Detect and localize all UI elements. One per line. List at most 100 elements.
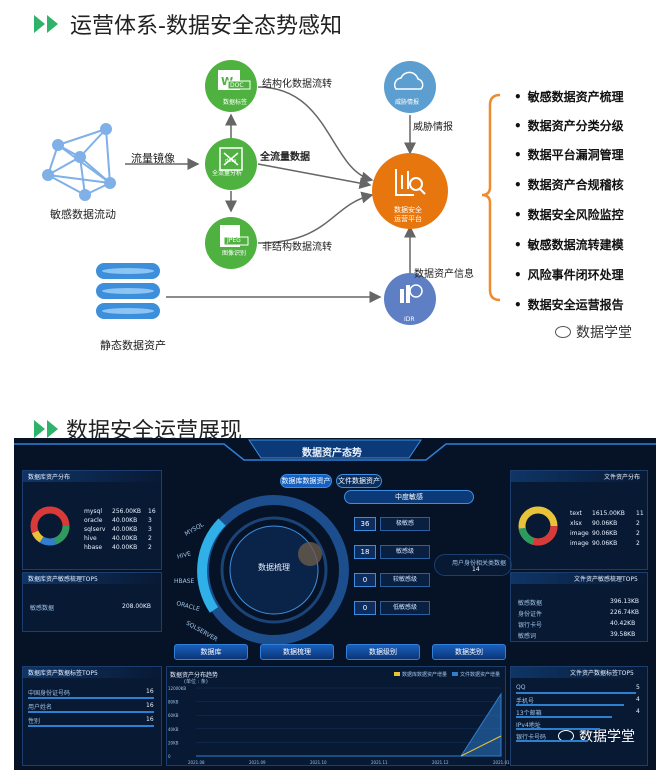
level-label: 极敏感: [380, 517, 430, 531]
db-button[interactable]: 数据库: [174, 644, 248, 660]
full-traffic-node: [205, 138, 257, 190]
file-tag-bar: [516, 692, 636, 694]
file-top-title: 文件资产敏感梳理TOP5: [574, 576, 638, 583]
db-type: sqlserv: [84, 526, 106, 533]
db-tag-value: 16: [146, 702, 154, 709]
bullet-item: 数据安全运营报告: [514, 296, 624, 313]
db-top-title: 数据库资产敏感梳理TOP5: [28, 576, 98, 583]
db-tag-value: 16: [146, 688, 154, 695]
file-count: 11: [636, 510, 644, 517]
chevron-icon: [47, 420, 58, 438]
x-tick-label: 2021.09: [249, 760, 266, 765]
y-tick-label: 12000KB: [168, 686, 186, 691]
db-tag-bar: [28, 697, 154, 699]
mirror-label: 流量镜像: [131, 152, 175, 165]
file-tag-bar: [516, 716, 612, 718]
doc-badge: DOC: [230, 82, 244, 89]
chevron-icon: [47, 15, 58, 33]
bullet-item: 数据安全风险监控: [514, 206, 624, 223]
db-type: oracle: [84, 517, 103, 524]
trend-title: 数据资产分布趋势: [170, 672, 219, 679]
bullet-item: 风险事件闭环处理: [514, 266, 624, 283]
tab-db-assets[interactable]: 数据库数据资产: [280, 474, 332, 488]
file-count: 2: [636, 540, 640, 547]
file-tag-title: 文件资产数据标签TOP5: [570, 670, 634, 677]
db-series: [460, 735, 502, 757]
tab-file-assets[interactable]: 文件数据资产: [336, 474, 382, 488]
x-tick-label: 2021.11: [371, 760, 388, 765]
file-top-value: 39.58KB: [610, 631, 636, 638]
file-tag-item: 13个邮箱: [516, 710, 542, 717]
file-size: 90.06KB: [592, 540, 618, 547]
db-donut: [30, 506, 70, 546]
file-type: image: [570, 540, 589, 547]
y-tick-label: 80KB: [168, 700, 179, 705]
file-top-panel: [510, 572, 648, 642]
y-tick-label: 40KB: [168, 727, 179, 732]
bullet-item: 敏感数据资产梳理: [514, 88, 624, 105]
file-tag-item: 手机号: [516, 698, 535, 705]
category-button[interactable]: 数据类别: [432, 644, 506, 660]
file-type: image: [570, 530, 589, 537]
platform-node: [372, 153, 448, 229]
arc-label: HBASE: [174, 578, 195, 585]
dashboard-screenshot: 数据资产态势 数据库数据资产 文件数据资产 数据库资产分布 数据库资产敏感梳理T…: [14, 438, 656, 770]
file-size: 90.06KB: [592, 520, 618, 527]
db-size: 40.00KB: [112, 526, 138, 533]
idr-label: IDR: [404, 316, 415, 323]
section1-title: 运营体系-数据安全态势感知: [34, 8, 342, 40]
db-count: 3: [148, 517, 152, 524]
db-count: 16: [148, 508, 156, 515]
structured-label: 结构化数据流转: [262, 79, 332, 90]
file-size: 1615.00KB: [592, 510, 625, 517]
threat-label: 威胁情报: [413, 122, 453, 133]
file-tag-bar: [516, 740, 588, 742]
bullet-item: 数据平台漏洞管理: [514, 146, 624, 163]
db-tag-panel: [22, 666, 162, 766]
db-count: 3: [148, 526, 152, 533]
file-distribution-title: 文件资产分布: [604, 474, 641, 481]
file-tag-value: 4: [636, 696, 640, 703]
info-chip-text: 用户身份相关类数据: [452, 560, 507, 567]
file-tag-item: QQ: [516, 684, 526, 691]
info-chip-num: 14: [472, 566, 480, 573]
sensitive-flow-label: 敏感数据流动: [50, 208, 116, 221]
file-top-value: 396.13KB: [610, 598, 640, 605]
level-button[interactable]: 数据级别: [346, 644, 420, 660]
sorting-button[interactable]: 数据梳理: [260, 644, 334, 660]
file-type: text: [570, 510, 582, 517]
wechat-icon: [555, 326, 571, 338]
db-top-item: 敏感数据: [30, 605, 55, 612]
db-top-panel: [22, 572, 162, 632]
db-tag-bar: [28, 711, 154, 713]
bullet-item: 数据资产合规稽核: [514, 176, 624, 193]
db-tag-item: 中国身份证号码: [28, 690, 71, 697]
file-tag-item: IPv4地址: [516, 722, 541, 729]
platform-label: 数据安全 运营平台: [394, 206, 422, 223]
db-tag-title: 数据库资产数据标签TOP5: [28, 670, 98, 677]
threat-node: [384, 61, 436, 113]
level-count: 36: [354, 517, 376, 531]
db-size: 40.00KB: [112, 535, 138, 542]
doc-node-label: 数据标签: [223, 99, 248, 106]
file-top-value: 40.42KB: [610, 620, 636, 627]
full-node-label: 全流量分析: [212, 170, 243, 177]
trend-panel: [166, 666, 506, 766]
file-top-value: 226.74KB: [610, 609, 640, 616]
network-icon: [42, 123, 116, 201]
file-top-item: 敏感数据: [518, 600, 543, 607]
db-count: 2: [148, 544, 152, 551]
center-label: 数据梳理: [258, 563, 290, 572]
threat-node-label: 威胁情报: [395, 99, 420, 106]
watermark: 数据学堂: [555, 322, 632, 342]
y-tick-label: 20KB: [168, 740, 179, 745]
x-tick-label: 2021.08: [188, 760, 205, 765]
file-tag-bar: [516, 728, 600, 730]
file-distribution-panel: [510, 470, 648, 570]
db-size: 256.00KB: [112, 508, 142, 515]
db-type: hive: [84, 535, 97, 542]
file-size: 90.06KB: [592, 530, 618, 537]
full-badge: data: [225, 158, 237, 164]
trend-unit: (单位 : 条): [184, 679, 208, 685]
